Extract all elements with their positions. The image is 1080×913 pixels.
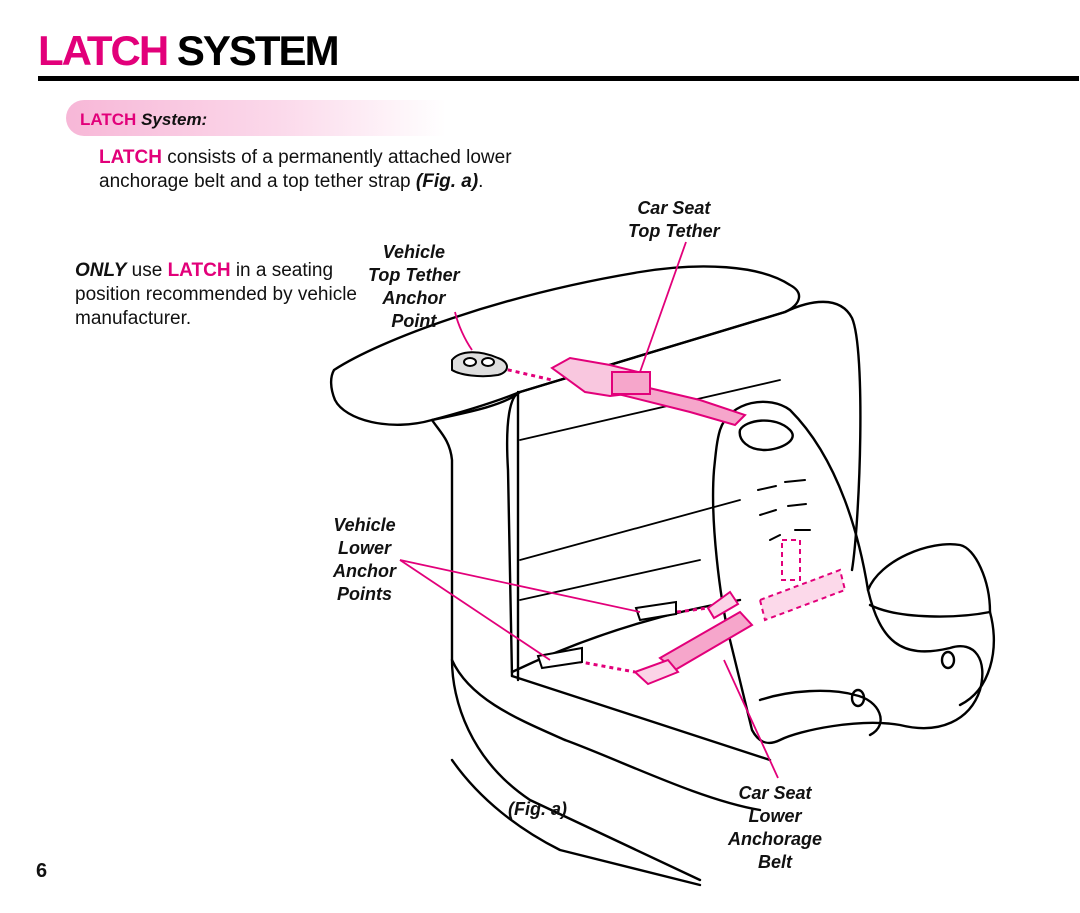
- label-line: Anchor: [333, 561, 396, 581]
- lower-anchorage-strap: [658, 610, 754, 672]
- figure-caption: (Fig. a): [508, 799, 567, 819]
- title-system: SYSTEM: [176, 27, 340, 74]
- label-line: Top Tether: [368, 265, 460, 285]
- label-line: Point: [391, 311, 437, 331]
- label-line: Lower: [337, 538, 391, 558]
- label-line: Anchorage: [728, 829, 823, 849]
- label-line: Vehicle: [382, 242, 446, 262]
- section-heading: LATCH System:: [80, 110, 207, 130]
- page-number: 6: [36, 860, 48, 882]
- label-line: Top Tether: [628, 221, 720, 241]
- usage-text-2: in a seating position recommended by veh…: [75, 260, 357, 329]
- usage-warning: ONLY use LATCH in a seating position rec…: [75, 259, 375, 331]
- label-line: Lower: [748, 806, 802, 826]
- label-line: Belt: [758, 852, 793, 872]
- label-line: Car Seat: [637, 198, 711, 218]
- section-heading-system: System:: [141, 110, 208, 129]
- seat-cushion: [430, 418, 702, 882]
- label-line: Points: [336, 584, 392, 604]
- top-tether-anchor-icon: [451, 351, 508, 378]
- latch-term-2: LATCH: [167, 260, 231, 281]
- seatback-top: [329, 265, 801, 426]
- label-line: Vehicle: [333, 515, 396, 535]
- page-title: LATCH SYSTEM: [38, 27, 340, 74]
- callout-lower-anchor-1: [399, 559, 641, 613]
- title-latch: LATCH: [38, 27, 169, 74]
- callout-car-seat-lower-belt: [723, 659, 779, 779]
- only-term: ONLY: [75, 260, 127, 281]
- callout-lower-anchor-2: [399, 559, 551, 661]
- label-line: Anchor: [382, 288, 446, 308]
- car-seat-top-tether-label: Car Seat Top Tether: [628, 197, 720, 243]
- latch-description: LATCH consists of a permanently attached…: [99, 146, 519, 194]
- car-seat-lower-belt-label: Car Seat Lower Anchorage Belt: [728, 782, 822, 874]
- vehicle-lower-anchor-label: Vehicle Lower Anchor Points: [333, 514, 396, 606]
- lower-anchor-bars: [536, 600, 677, 670]
- latch-description-end: .: [478, 171, 484, 192]
- latch-term: LATCH: [99, 147, 162, 168]
- fig-reference: (Fig. a): [415, 171, 479, 192]
- section-highlight: [66, 100, 446, 136]
- callout-vehicle-top-tether: [454, 311, 473, 351]
- usage-text-1: use: [126, 260, 168, 281]
- car-seat-shell: [711, 400, 984, 745]
- seatback-front: [518, 300, 862, 572]
- vehicle-top-tether-anchor-label: Vehicle Top Tether Anchor Point: [368, 241, 460, 333]
- title-rule: [38, 76, 1079, 81]
- section-heading-latch: LATCH: [80, 110, 137, 129]
- latch-description-text: consists of a permanently attached lower…: [99, 147, 512, 192]
- callout-car-seat-top-tether: [639, 241, 687, 373]
- label-line: Car Seat: [738, 783, 812, 803]
